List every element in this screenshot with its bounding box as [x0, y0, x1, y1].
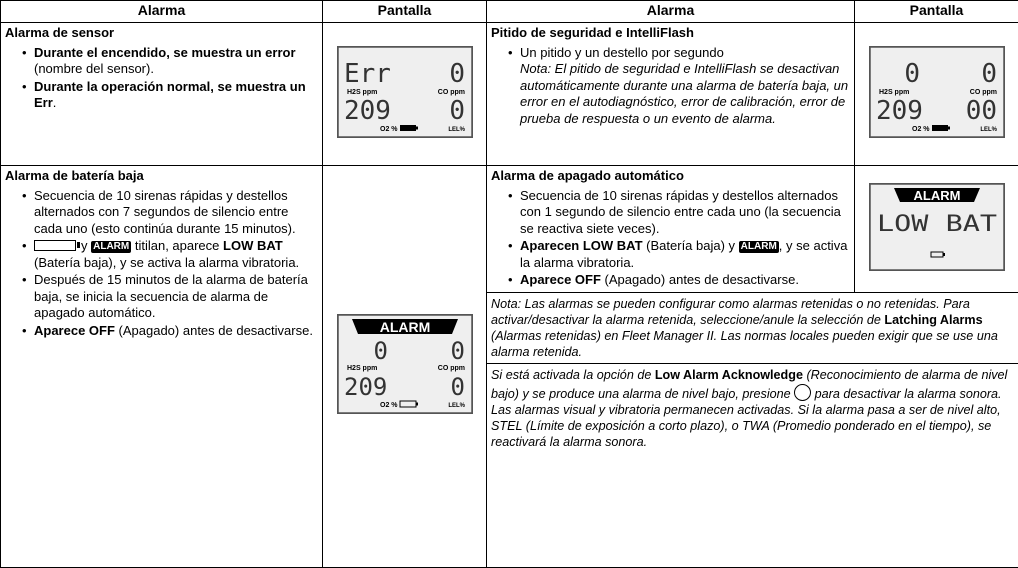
header-row: Alarma Pantalla Alarma Pantalla [0, 0, 1018, 23]
svg-text:0: 0 [449, 59, 465, 89]
header-alarm-2: Alarma [486, 0, 855, 23]
svg-text:H2S ppm: H2S ppm [347, 89, 377, 96]
svg-text:O2 %: O2 % [380, 126, 398, 133]
svg-text:209: 209 [876, 96, 923, 126]
list-item: Durante el encendido, se muestra un erro… [22, 45, 318, 78]
header-display-2: Pantalla [854, 0, 1018, 23]
table-row: Alarma de batería baja Secuencia de 10 s… [0, 165, 1018, 568]
svg-text:0: 0 [450, 373, 464, 401]
safety-display-cell: 0 0 H2S ppm CO ppm 209 00 O2 % LEL% [854, 22, 1018, 166]
svg-text:0: 0 [450, 337, 464, 365]
svg-text:Err: Err [344, 59, 391, 89]
svg-text:209: 209 [344, 373, 387, 401]
battery-full-icon [931, 124, 950, 131]
lcd-display-low-bat: ALARM LOW BAT [868, 182, 1005, 271]
sensor-alarm-cell: Alarma de sensor Durante el encendido, s… [0, 22, 323, 166]
battery-empty-icon [930, 251, 945, 257]
battery-empty-icon [34, 240, 80, 251]
auto-off-display-cell: ALARM LOW BAT [854, 165, 1018, 293]
svg-text:0: 0 [904, 59, 920, 89]
battery-empty-icon [399, 400, 418, 408]
power-button-icon [794, 383, 812, 401]
svg-text:LEL%: LEL% [448, 127, 465, 133]
auto-off-title: Alarma de apagado automático [491, 168, 684, 183]
svg-text:0: 0 [981, 59, 997, 89]
list-item: Secuencia de 10 sirenas rápidas y destel… [22, 188, 318, 238]
low-battery-cell: Alarma de batería baja Secuencia de 10 s… [0, 165, 323, 568]
svg-text:0: 0 [449, 96, 465, 126]
list-item: Un pitido y un destello por segundoNota:… [508, 45, 850, 128]
svg-text:0: 0 [373, 337, 387, 365]
svg-text:O2 %: O2 % [912, 126, 930, 133]
lcd-display-err: Err 0 H2S ppm CO ppm 209 0 O2 % LEL% [336, 45, 473, 138]
list-item: Después de 15 minutos de la alarma de ba… [22, 272, 318, 322]
svg-text:00: 00 [965, 96, 996, 126]
low-alarm-ack-note: Si está activada la opción de Low Alarm … [491, 368, 1008, 450]
svg-text:H2S ppm: H2S ppm [879, 89, 909, 96]
low-battery-title: Alarma de batería baja [5, 168, 144, 183]
svg-text:CO ppm: CO ppm [437, 365, 464, 372]
list-item: Aparece OFF (Apagado) antes de desactiva… [22, 323, 318, 340]
svg-text:CO ppm: CO ppm [437, 89, 464, 96]
header-alarm-1: Alarma [0, 0, 323, 23]
list-item: y ALARM titilan, aparece LOW BAT (Baterí… [22, 238, 318, 271]
lcd-display-alarm: ALARM 0 0 H2S ppm CO ppm 209 0 O2 % LEL% [336, 314, 473, 415]
svg-text:ALARM: ALARM [379, 319, 430, 335]
svg-text:LOW BAT: LOW BAT [877, 212, 997, 237]
table-row: Nota: Las alarmas se pueden configurar c… [1, 291, 1018, 568]
notes-cell: Nota: Las alarmas se pueden configurar c… [486, 291, 1018, 568]
svg-text:ALARM: ALARM [913, 188, 960, 203]
svg-text:CO ppm: CO ppm [969, 89, 996, 96]
lcd-display-normal: 0 0 H2S ppm CO ppm 209 00 O2 % LEL% [868, 45, 1005, 138]
low-battery-display-cell: ALARM 0 0 H2S ppm CO ppm 209 0 O2 % LEL% [322, 165, 487, 568]
battery-full-icon [399, 124, 418, 131]
alarm-badge: ALARM [91, 241, 132, 253]
header-display-1: Pantalla [322, 0, 487, 23]
svg-text:O2 %: O2 % [380, 402, 398, 409]
safety-beep-cell: Pitido de seguridad e IntelliFlash Un pi… [486, 22, 855, 166]
auto-off-cell: Alarma de apagado automático Secuencia d… [486, 165, 855, 293]
svg-text:209: 209 [344, 96, 391, 126]
list-item: Secuencia de 10 sirenas rápidas y destel… [508, 188, 850, 238]
list-item: Aparece OFF (Apagado) antes de desactiva… [508, 272, 850, 289]
latching-note: Nota: Las alarmas se pueden configurar c… [487, 296, 1018, 365]
list-item: Durante la operación normal, se muestra … [22, 79, 318, 112]
safety-note: Nota: El pitido de seguridad e IntelliFl… [520, 61, 849, 126]
svg-text:LEL%: LEL% [980, 127, 997, 133]
svg-text:LEL%: LEL% [448, 403, 465, 409]
table-row: Alarma de sensor Durante el encendido, s… [0, 22, 1018, 166]
sensor-alarm-title: Alarma de sensor [5, 25, 115, 40]
list-item: Aparecen LOW BAT (Batería baja) y ALARM,… [508, 238, 850, 271]
sensor-display-cell: Err 0 H2S ppm CO ppm 209 0 O2 % LEL% [322, 22, 487, 166]
alarm-badge: ALARM [738, 241, 779, 253]
safety-beep-title: Pitido de seguridad e IntelliFlash [491, 25, 694, 40]
svg-text:H2S ppm: H2S ppm [347, 365, 377, 372]
